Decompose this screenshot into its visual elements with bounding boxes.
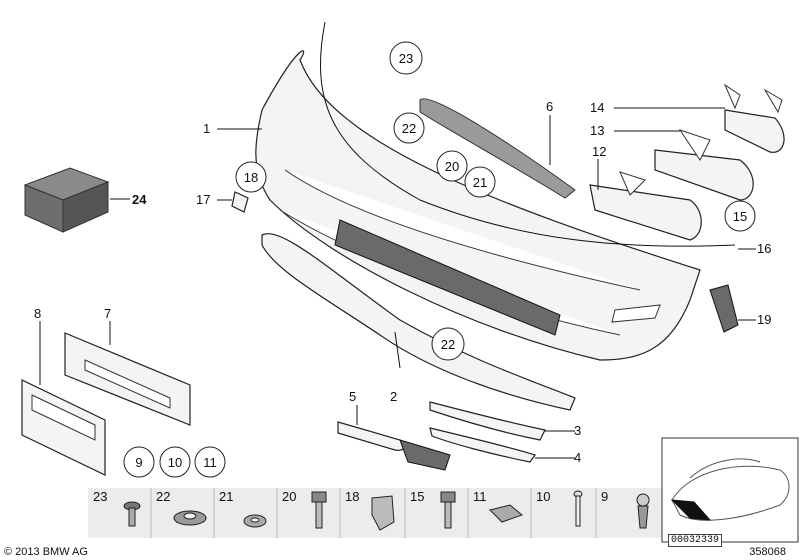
bracket-clip-icon bbox=[371, 495, 395, 531]
hex-bolt-icon bbox=[311, 491, 327, 529]
thumbnail-code: 00032339 bbox=[668, 534, 723, 547]
trim-strip-5 bbox=[337, 421, 451, 471]
callout-15: 15 bbox=[733, 209, 747, 224]
expanding-rivet-icon bbox=[123, 501, 141, 527]
callout-labels: 23 22 20 21 18 15 22 9 10 11 1 2 3 4 5 6… bbox=[34, 51, 771, 470]
strip-label-1: 23 bbox=[93, 489, 107, 504]
circled-callouts bbox=[123, 41, 756, 478]
callout-1: 1 bbox=[203, 121, 210, 136]
strip-label-4: 20 bbox=[282, 489, 296, 504]
leader-lines bbox=[39, 107, 756, 459]
bumper-cover bbox=[255, 50, 701, 361]
lower-spoiler bbox=[261, 233, 576, 411]
callout-22-top: 22 bbox=[402, 121, 416, 136]
callout-8: 8 bbox=[34, 306, 41, 321]
strip-label-9: 9 bbox=[601, 489, 608, 504]
seal-strip bbox=[319, 21, 736, 247]
side-grille-14 bbox=[723, 83, 785, 153]
plate-base-8 bbox=[21, 379, 106, 476]
callout-19: 19 bbox=[757, 312, 771, 327]
side-grille-12 bbox=[589, 171, 702, 241]
callout-22-bottom: 22 bbox=[441, 337, 455, 352]
callout-23: 23 bbox=[399, 51, 413, 66]
callout-16: 16 bbox=[757, 241, 771, 256]
bracket-19 bbox=[709, 284, 739, 333]
callout-4: 4 bbox=[574, 450, 581, 465]
strip-label-6: 15 bbox=[410, 489, 424, 504]
strip-label-8: 10 bbox=[536, 489, 550, 504]
pin-icon bbox=[573, 490, 583, 527]
strip-label-5: 18 bbox=[345, 489, 359, 504]
document-number: 358068 bbox=[749, 546, 786, 558]
callout-2: 2 bbox=[390, 389, 397, 404]
bolt-icon bbox=[440, 491, 456, 529]
trim-strip-3 bbox=[429, 401, 546, 441]
car-thumbnail bbox=[661, 437, 799, 543]
strip-label-3: 21 bbox=[219, 489, 233, 504]
callout-3: 3 bbox=[574, 423, 581, 438]
callout-12: 12 bbox=[592, 144, 606, 159]
trim-strip-4 bbox=[429, 427, 536, 463]
callout-11: 11 bbox=[203, 455, 217, 470]
strip-label-7: 11 bbox=[473, 489, 487, 504]
callout-9: 9 bbox=[135, 455, 142, 470]
callout-10: 10 bbox=[168, 455, 182, 470]
center-grille bbox=[419, 98, 576, 199]
callout-17: 17 bbox=[196, 192, 210, 207]
callout-24: 24 bbox=[132, 192, 147, 207]
callout-6: 6 bbox=[546, 99, 553, 114]
spring-nut-icon bbox=[489, 504, 523, 523]
cap-17 bbox=[231, 191, 249, 213]
side-grille-13 bbox=[654, 129, 754, 201]
strip-label-2: 22 bbox=[156, 489, 170, 504]
fastener-strip: 23 22 21 20 18 15 11 10 9 bbox=[88, 488, 662, 538]
callout-20: 20 bbox=[445, 159, 459, 174]
callout-18: 18 bbox=[244, 170, 258, 185]
clip-icon bbox=[636, 493, 650, 529]
callout-5: 5 bbox=[349, 389, 356, 404]
copyright-text: © 2013 BMW AG bbox=[4, 546, 88, 558]
plate-base-7 bbox=[64, 332, 191, 426]
callout-7: 7 bbox=[104, 306, 111, 321]
parts-kit-box bbox=[23, 167, 110, 233]
callout-21: 21 bbox=[473, 175, 487, 190]
callout-13: 13 bbox=[590, 123, 604, 138]
washer-icon bbox=[243, 514, 267, 528]
push-clip-icon bbox=[173, 510, 207, 526]
callout-14: 14 bbox=[590, 100, 604, 115]
